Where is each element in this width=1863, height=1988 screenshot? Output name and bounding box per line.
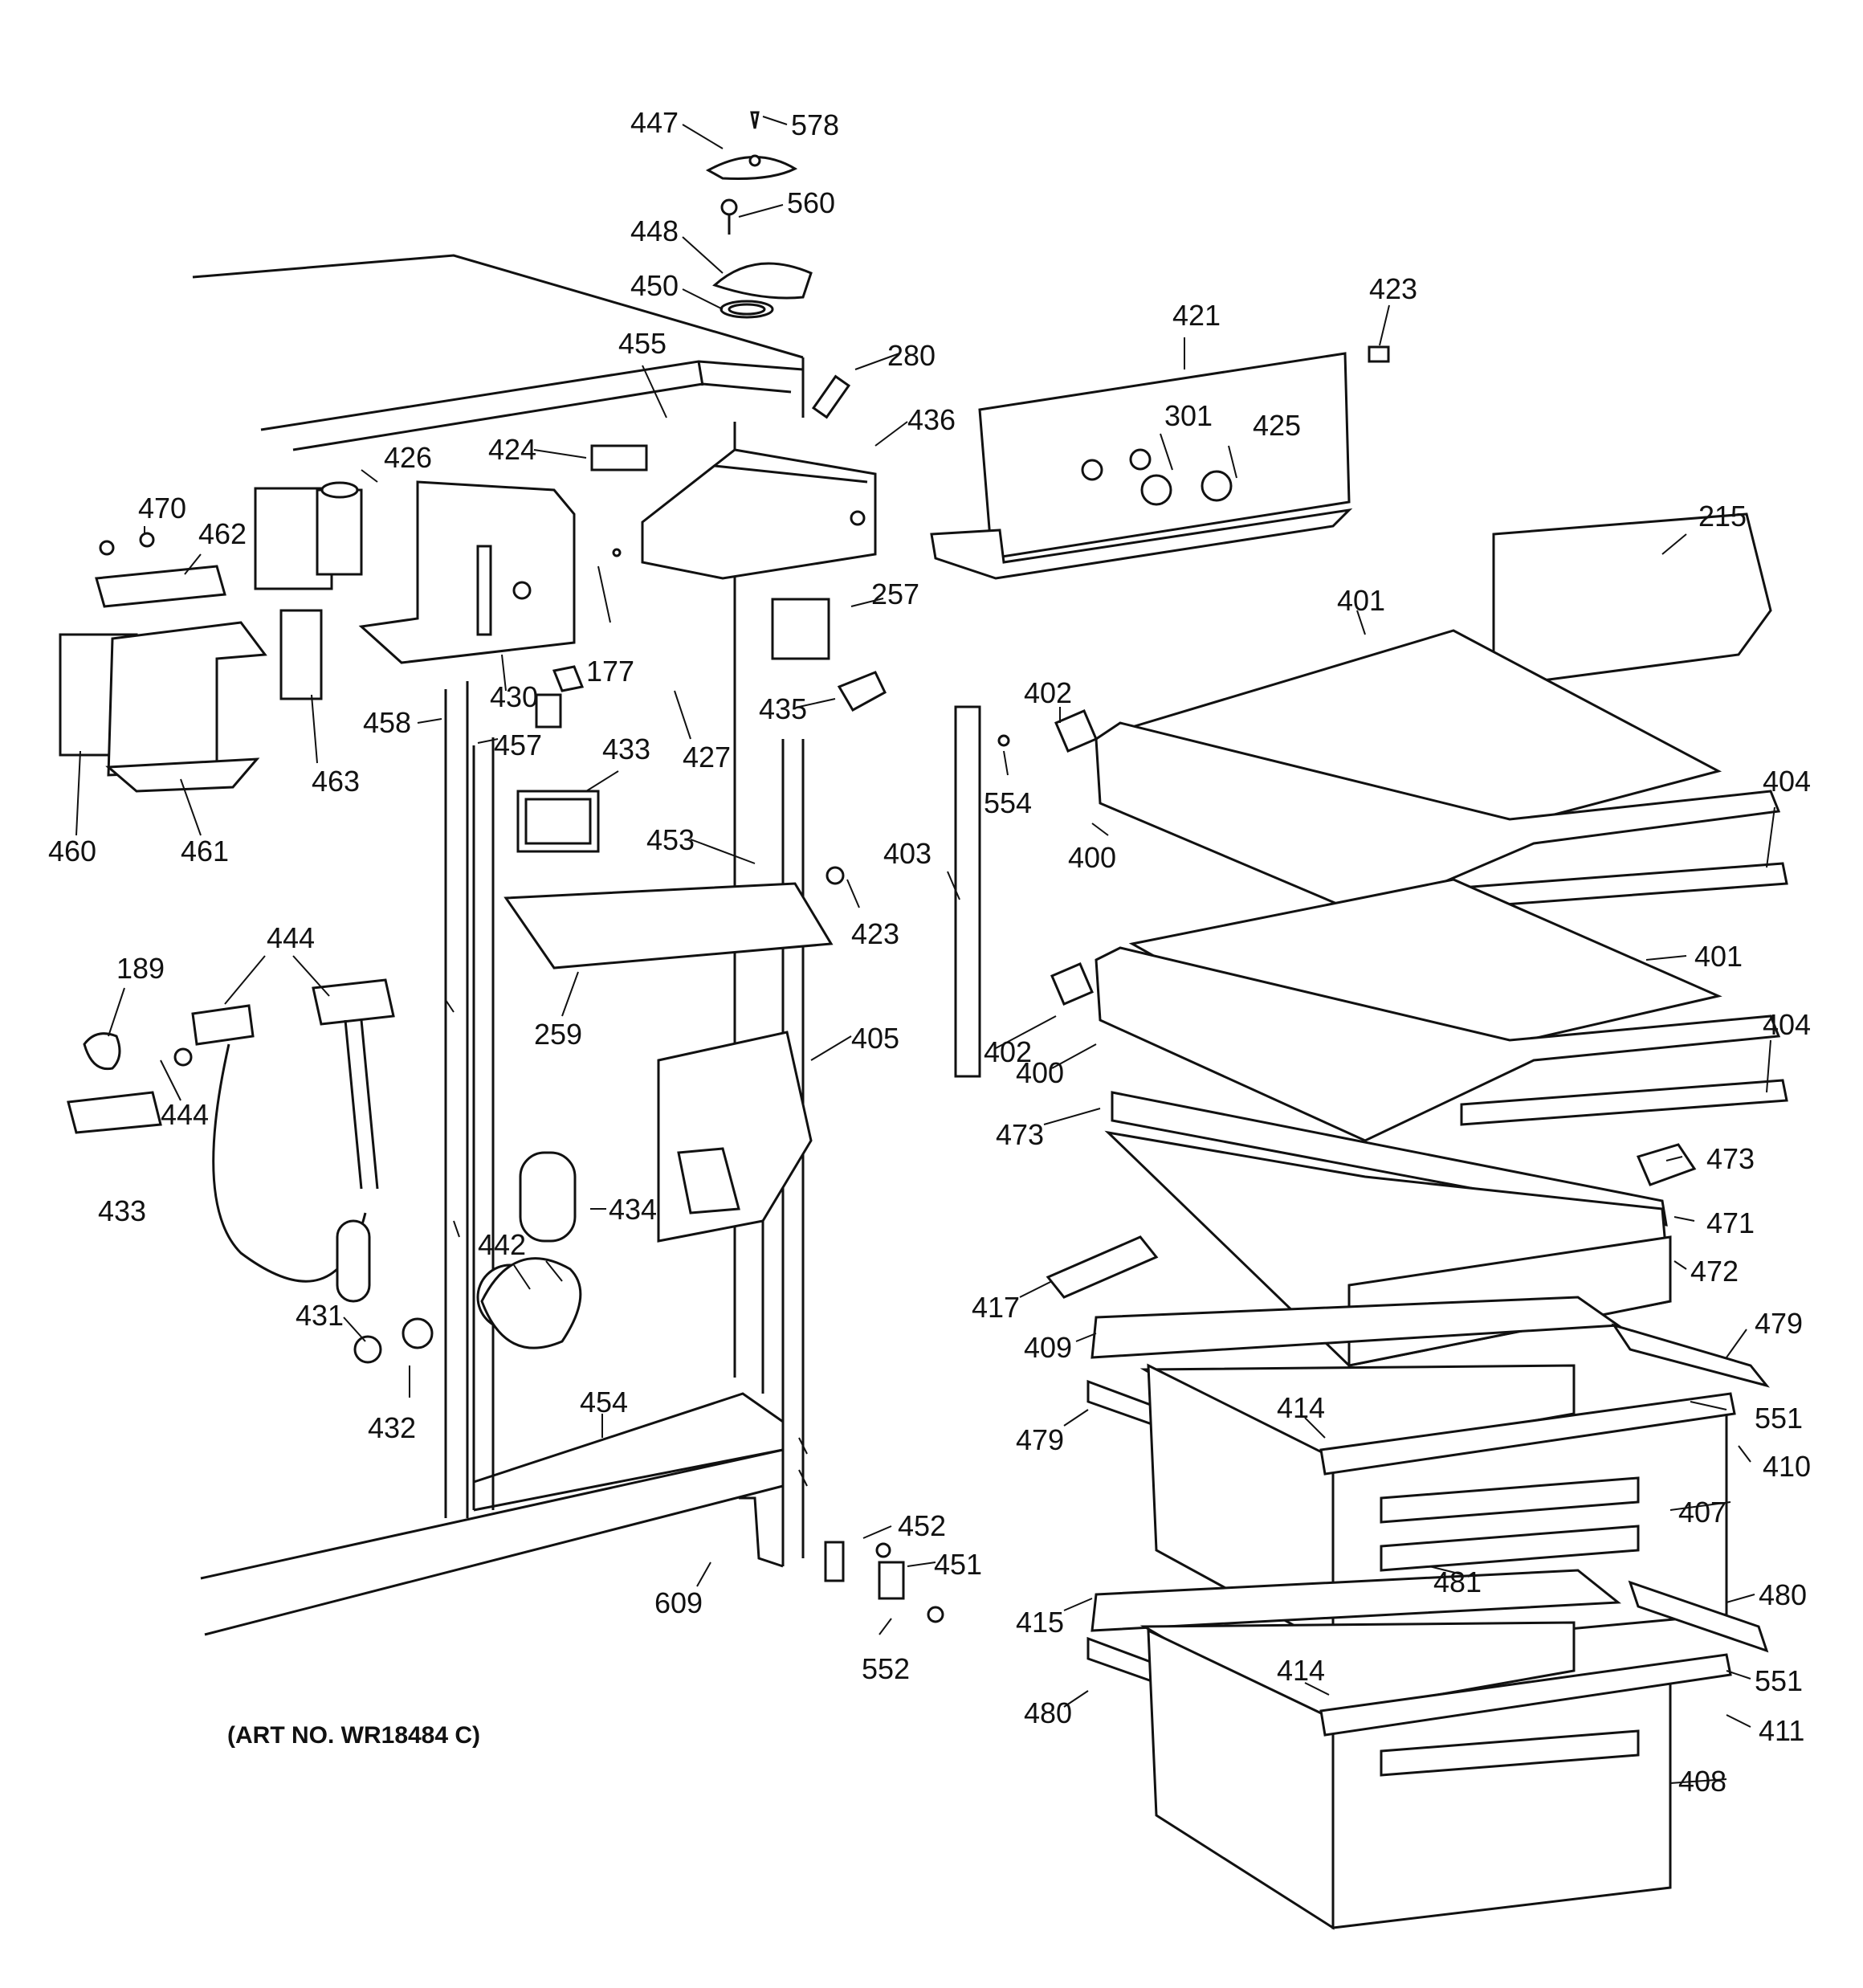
label-452: 452 (898, 1509, 946, 1542)
label-551-bottom: 551 (1755, 1664, 1803, 1697)
label-215: 215 (1698, 500, 1747, 533)
label-481: 481 (1433, 1565, 1482, 1598)
label-414-top: 414 (1277, 1391, 1325, 1424)
label-415: 415 (1016, 1606, 1064, 1639)
top-hinge-parts (705, 111, 851, 419)
dispenser-parts-left (59, 532, 434, 1364)
label-433-bottom: 433 (98, 1194, 146, 1227)
label-280: 280 (887, 339, 936, 372)
label-426: 426 (384, 441, 432, 474)
label-411: 411 (1759, 1714, 1804, 1747)
label-431: 431 (296, 1299, 344, 1332)
label-472: 472 (1690, 1255, 1739, 1288)
control-housing-parts (254, 444, 887, 853)
label-458: 458 (363, 706, 411, 739)
label-177: 177 (586, 655, 634, 688)
label-554: 554 (984, 786, 1032, 819)
label-480-right: 480 (1759, 1578, 1807, 1611)
middle-parts (476, 705, 1010, 1623)
label-402-bottom: 402 (984, 1035, 1032, 1068)
label-401-top: 401 (1337, 584, 1385, 617)
label-551-top: 551 (1755, 1402, 1803, 1435)
control-panel-421 (930, 345, 1390, 580)
label-403: 403 (883, 837, 932, 870)
label-480-left: 480 (1024, 1696, 1072, 1729)
label-442: 442 (478, 1228, 526, 1261)
label-427: 427 (683, 741, 731, 774)
label-454: 454 (580, 1386, 628, 1419)
label-448: 448 (630, 214, 679, 247)
label-433-middle: 433 (602, 733, 650, 765)
label-436: 436 (907, 403, 956, 436)
label-609: 609 (654, 1586, 703, 1619)
label-402-top: 402 (1024, 676, 1072, 709)
leader-lines (75, 116, 1775, 1784)
label-473-left: 473 (996, 1118, 1044, 1151)
label-453: 453 (646, 823, 695, 856)
label-425: 425 (1253, 409, 1301, 442)
label-552: 552 (862, 1652, 910, 1685)
label-444-top: 444 (267, 921, 315, 954)
label-457: 457 (494, 729, 542, 761)
label-407: 407 (1678, 1496, 1726, 1529)
part-labels: 447 578 560 448 450 455 280 436 421 423 … (48, 106, 1811, 1798)
label-257: 257 (871, 578, 919, 610)
label-401-bottom: 401 (1694, 940, 1743, 973)
label-435: 435 (759, 692, 807, 725)
label-405: 405 (851, 1022, 899, 1055)
label-463: 463 (312, 765, 360, 798)
label-578: 578 (791, 108, 839, 141)
label-455: 455 (618, 327, 667, 360)
label-414-bottom: 414 (1277, 1654, 1325, 1687)
label-410: 410 (1763, 1450, 1811, 1483)
label-479-left: 479 (1016, 1423, 1064, 1456)
label-423-top: 423 (1369, 272, 1417, 305)
label-423-middle: 423 (851, 917, 899, 950)
label-404-bottom: 404 (1763, 1008, 1811, 1041)
label-471: 471 (1706, 1206, 1755, 1239)
label-408: 408 (1678, 1765, 1726, 1798)
label-404-top: 404 (1763, 765, 1811, 798)
label-434: 434 (609, 1193, 657, 1226)
label-461: 461 (181, 835, 229, 867)
label-424: 424 (488, 433, 536, 466)
label-473-right: 473 (1706, 1142, 1755, 1175)
label-444-bottom: 444 (161, 1098, 209, 1131)
label-409: 409 (1024, 1331, 1072, 1364)
label-450: 450 (630, 269, 679, 302)
label-479-right: 479 (1755, 1307, 1803, 1340)
label-189: 189 (116, 952, 165, 985)
label-430: 430 (490, 680, 538, 713)
label-301: 301 (1164, 399, 1213, 432)
label-400-bottom: 400 (1016, 1056, 1064, 1089)
shelves (1046, 512, 1788, 1930)
art-number: (ART NO. WR18484 C) (227, 1722, 480, 1749)
label-462: 462 (198, 517, 247, 550)
refrigerator-cabinet (192, 254, 845, 1636)
label-421: 421 (1172, 299, 1221, 332)
label-451: 451 (934, 1548, 982, 1581)
label-400-top: 400 (1068, 841, 1116, 874)
label-259: 259 (534, 1018, 582, 1051)
label-432: 432 (368, 1411, 416, 1444)
label-560: 560 (787, 186, 835, 219)
label-460: 460 (48, 835, 96, 867)
label-470: 470 (138, 492, 186, 525)
label-417: 417 (972, 1291, 1020, 1324)
label-447: 447 (630, 106, 679, 139)
